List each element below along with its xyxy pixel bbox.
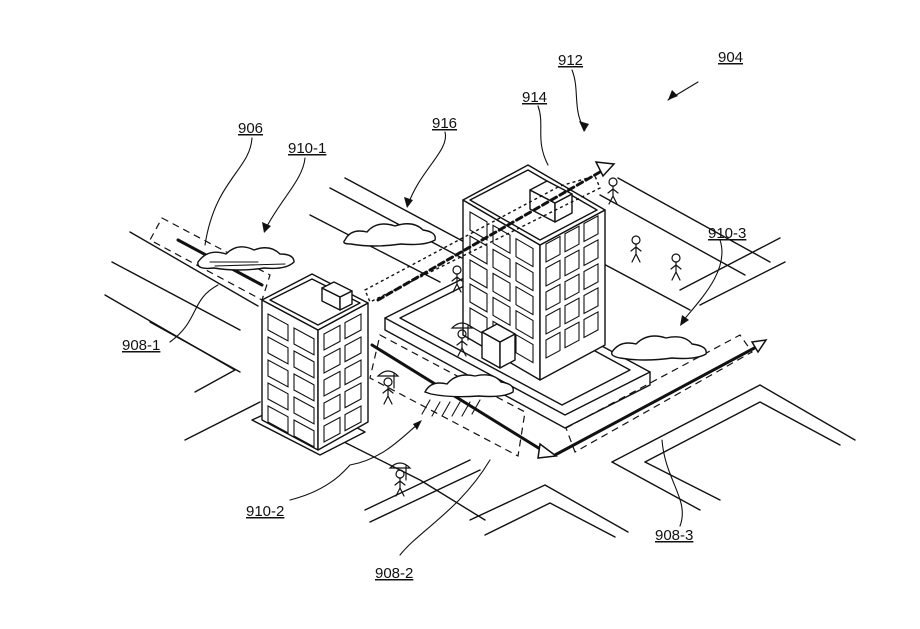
label-910-2: 910-2	[246, 503, 284, 520]
window	[344, 313, 362, 340]
window	[515, 309, 534, 340]
pedestrian-icon	[607, 177, 619, 205]
window	[267, 405, 289, 434]
label-908-3: 908-3	[655, 527, 693, 544]
window	[344, 405, 362, 432]
pedestrian-icon	[670, 253, 682, 281]
window	[323, 416, 341, 443]
window	[293, 373, 315, 402]
window	[469, 283, 488, 313]
tall-building-left	[251, 273, 369, 456]
label-906: 906	[238, 120, 263, 137]
window	[583, 238, 599, 267]
label-916: 916	[432, 115, 457, 132]
window	[344, 382, 362, 409]
window	[267, 359, 289, 388]
cloud-icon	[343, 223, 436, 247]
window	[492, 248, 511, 279]
cloud-icon	[421, 374, 514, 417]
arrow-icon	[750, 339, 768, 354]
arrow-icon	[537, 442, 558, 459]
window	[545, 331, 561, 359]
window	[545, 235, 561, 263]
window	[293, 396, 315, 425]
label-904: 904	[718, 49, 743, 66]
window	[545, 307, 561, 335]
window	[344, 336, 362, 363]
window	[323, 370, 341, 397]
window	[293, 419, 315, 448]
window	[583, 214, 599, 243]
pedestrian-icon	[630, 235, 642, 263]
window	[293, 350, 315, 379]
tall-building-right	[462, 164, 606, 381]
window	[583, 262, 599, 291]
window	[545, 283, 561, 311]
window	[469, 259, 488, 289]
arrow-icon	[594, 161, 616, 178]
window	[323, 347, 341, 374]
window	[293, 327, 315, 356]
window	[267, 382, 289, 411]
cloud-icon	[610, 335, 707, 361]
route-lines	[149, 161, 768, 459]
window	[564, 321, 580, 349]
window	[564, 297, 580, 325]
window	[267, 336, 289, 365]
street-lines	[104, 177, 856, 538]
label-914: 914	[522, 89, 547, 106]
window	[323, 324, 341, 351]
umbrella-pedestrian-icon	[388, 462, 412, 497]
window	[492, 296, 511, 327]
window	[515, 333, 534, 364]
window	[515, 261, 534, 292]
window	[545, 259, 561, 287]
window	[267, 313, 289, 342]
window	[469, 211, 488, 241]
label-908-2: 908-2	[375, 565, 413, 582]
window	[515, 237, 534, 268]
label-910-3: 910-3	[708, 225, 746, 242]
window	[515, 285, 534, 316]
window	[583, 286, 599, 315]
window	[583, 310, 599, 339]
window	[344, 359, 362, 386]
window	[323, 393, 341, 420]
label-912: 912	[558, 52, 583, 69]
umbrella-pedestrian-icon	[450, 322, 474, 357]
cloud-icon	[197, 246, 295, 271]
label-910-1: 910-1	[288, 140, 326, 157]
window	[564, 225, 580, 253]
umbrella-pedestrian-icon	[376, 370, 400, 405]
leader-lines	[169, 69, 723, 556]
window	[564, 249, 580, 277]
pedestrian-icon	[451, 265, 463, 293]
window	[564, 273, 580, 301]
label-908-1: 908-1	[122, 337, 160, 354]
window	[492, 272, 511, 303]
